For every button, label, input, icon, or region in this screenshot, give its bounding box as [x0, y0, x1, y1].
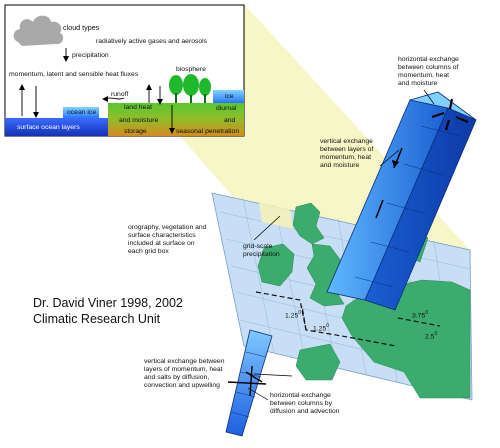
- ice-block: [213, 90, 244, 103]
- diurnal-label: diurnal: [216, 105, 237, 112]
- vertical-arrow-head: [392, 160, 399, 168]
- inset-arrow-heads: [19, 56, 175, 134]
- surface-ocean-block: [5, 118, 108, 136]
- inset-arrows: [21, 48, 173, 132]
- ocean-ice-label: ocean ice: [67, 109, 97, 116]
- credit-line-1: Dr. David Viner 1998, 2002: [33, 296, 183, 310]
- surface-ocean-label: surface ocean layers: [17, 124, 80, 131]
- seasonal-label: seasonal penetration: [176, 128, 240, 135]
- dashed-grid-outline: [255, 291, 441, 347]
- precipitation-label: precipitation: [72, 52, 109, 59]
- and-label: and: [224, 117, 236, 124]
- orography-label: orography, vegetation and surface charac…: [128, 224, 207, 255]
- leader-lines: [247, 89, 435, 401]
- ice-label: ice: [225, 93, 234, 100]
- ocean-ice-block: [63, 107, 99, 118]
- vertical-exchange-top-label: vertical exchange between layers of mome…: [320, 138, 374, 169]
- storage-label: storage: [124, 128, 147, 135]
- grid-lat-left: 1.250: [313, 323, 330, 333]
- highlighted-grid-cell: [259, 202, 293, 229]
- grid-lat-right: 2.50: [425, 331, 438, 341]
- iberia-landmass: [295, 343, 341, 381]
- land-block: [108, 103, 244, 136]
- biosphere-label: biosphere: [176, 66, 206, 73]
- radiative-gases-label: radiatively active gases and aerosols: [96, 38, 208, 45]
- ireland-landmass: [257, 243, 295, 287]
- grid-lon-left: 1.250: [285, 310, 302, 320]
- cloud-icon: [13, 15, 64, 46]
- horizontal-exchange-ocean-label: horizontal exchange between columns by d…: [270, 392, 340, 415]
- vertical-exchange-ocean-label: vertical exchange between layers of mome…: [144, 358, 225, 389]
- grid-lon-right: 3.750: [412, 310, 429, 320]
- runoff-label: runoff: [111, 91, 129, 98]
- horizontal-exchange-arrows: [431, 98, 469, 131]
- scotland-landmass: [292, 202, 325, 245]
- atmospheric-column: [326, 91, 477, 311]
- moisture-label: and moisture: [119, 117, 159, 124]
- ocean-exchange-arrows: [227, 365, 267, 397]
- cloud-types-label: cloud types: [63, 23, 100, 32]
- biosphere-trees: [169, 74, 211, 103]
- grid-precipitation-label: grid-scale precipitation: [243, 243, 280, 258]
- land-heat-label: land heat: [124, 104, 152, 111]
- credit-line-2: Climatic Research Unit: [33, 312, 161, 326]
- heat-fluxes-label: momentum, latent and sensible heat fluxe…: [9, 71, 139, 78]
- horizontal-exchange-top-label: horizontal exchange between columns of m…: [398, 56, 459, 87]
